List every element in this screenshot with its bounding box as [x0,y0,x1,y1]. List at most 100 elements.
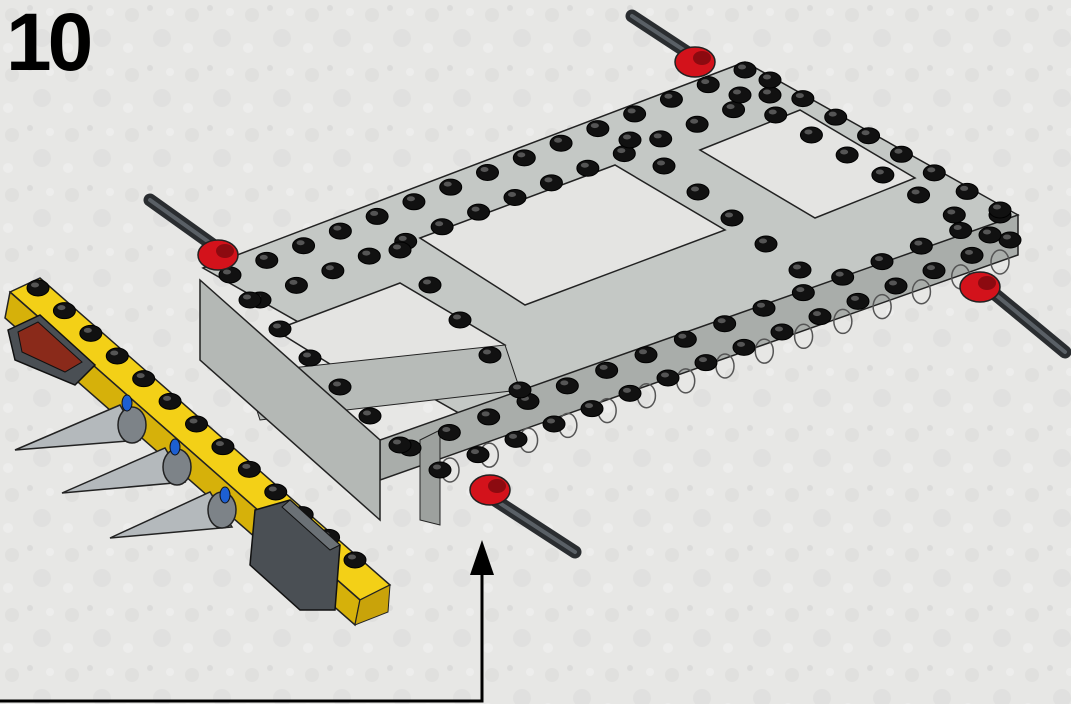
bush-top [675,47,715,77]
stud-highlight [775,327,783,332]
stud-highlight [691,187,699,192]
stud [989,202,1011,218]
stud [733,339,755,355]
stud [438,424,460,440]
stud [419,277,441,293]
stud [847,293,869,309]
stud [686,116,708,132]
stud [359,408,381,424]
stud [505,431,527,447]
stud-highlight [483,350,491,355]
stud-highlight [690,119,698,124]
stud [389,437,411,453]
stud [721,210,743,226]
stud-highlight [796,93,804,98]
stud-highlight [1003,235,1011,240]
stud [832,269,854,285]
stud-highlight [297,240,305,245]
stud-highlight [482,411,490,416]
stud-highlight [804,130,812,135]
stud [836,147,858,163]
stud [871,254,893,270]
stud [504,190,526,206]
stud-highlight [442,427,450,432]
stud-highlight [508,192,516,197]
stud [800,127,822,143]
stud-highlight [273,324,281,329]
stud [239,292,261,308]
yellow-stud [159,393,181,409]
yellow-stud [212,439,234,455]
yellow-stud-highlight [84,328,92,333]
stud [358,248,380,264]
stud-highlight [661,373,669,378]
stud [792,91,814,107]
stud-highlight [914,241,922,246]
stud-highlight [927,265,935,270]
stud-highlight [585,403,593,408]
stud-highlight [303,353,311,358]
stud-highlight [678,334,686,339]
yellow-stud [27,280,49,296]
stud-highlight [813,311,821,316]
stud [556,378,578,394]
stud-highlight [840,150,848,155]
stud-highlight [370,211,378,216]
stud [908,187,930,203]
yellow-stud-highlight [31,283,39,288]
stud [366,208,388,224]
stud [619,132,641,148]
stud-highlight [733,90,741,95]
stud [729,87,751,103]
stud-highlight [617,148,625,153]
stud [299,350,321,366]
stud-highlight [851,296,859,301]
stud-highlight [793,265,801,270]
stud-highlight [289,280,297,285]
yellow-stud-highlight [269,487,277,492]
stud [956,183,978,199]
stud-highlight [829,112,837,117]
stud [771,324,793,340]
stud-highlight [544,177,552,182]
stud [674,331,696,347]
stud [825,109,847,125]
stud [872,167,894,183]
stud-highlight [657,161,665,166]
stud [467,447,489,463]
stud [890,146,912,162]
stud-highlight [453,315,461,320]
stud [999,232,1021,248]
stud [695,355,717,371]
stud-highlight [725,213,733,218]
stud-highlight [362,251,370,256]
stud-highlight [894,149,902,154]
yellow-stud [133,371,155,387]
yellow-stud-highlight [348,555,356,560]
stud [596,362,618,378]
stud-highlight [554,138,562,143]
stud [714,316,736,332]
stud-highlight [363,411,371,416]
stud-highlight [433,465,441,470]
stud-highlight [471,449,479,454]
yellow-stud [238,461,260,477]
stud [943,207,965,223]
bush-left [198,240,238,270]
stud-highlight [757,303,765,308]
stud-highlight [393,440,401,445]
yellow-stud-highlight [242,464,250,469]
stud [587,121,609,137]
stud-highlight [223,270,231,275]
stud [389,242,411,258]
stud [809,309,831,325]
stud [329,223,351,239]
yellow-stud-highlight [190,419,198,424]
stud-highlight [876,170,884,175]
yellow-stud-highlight [110,351,118,356]
stud [923,263,945,279]
stud-highlight [399,236,407,241]
stud [479,347,501,363]
yellow-stud [265,484,287,500]
stud-highlight [600,365,608,370]
